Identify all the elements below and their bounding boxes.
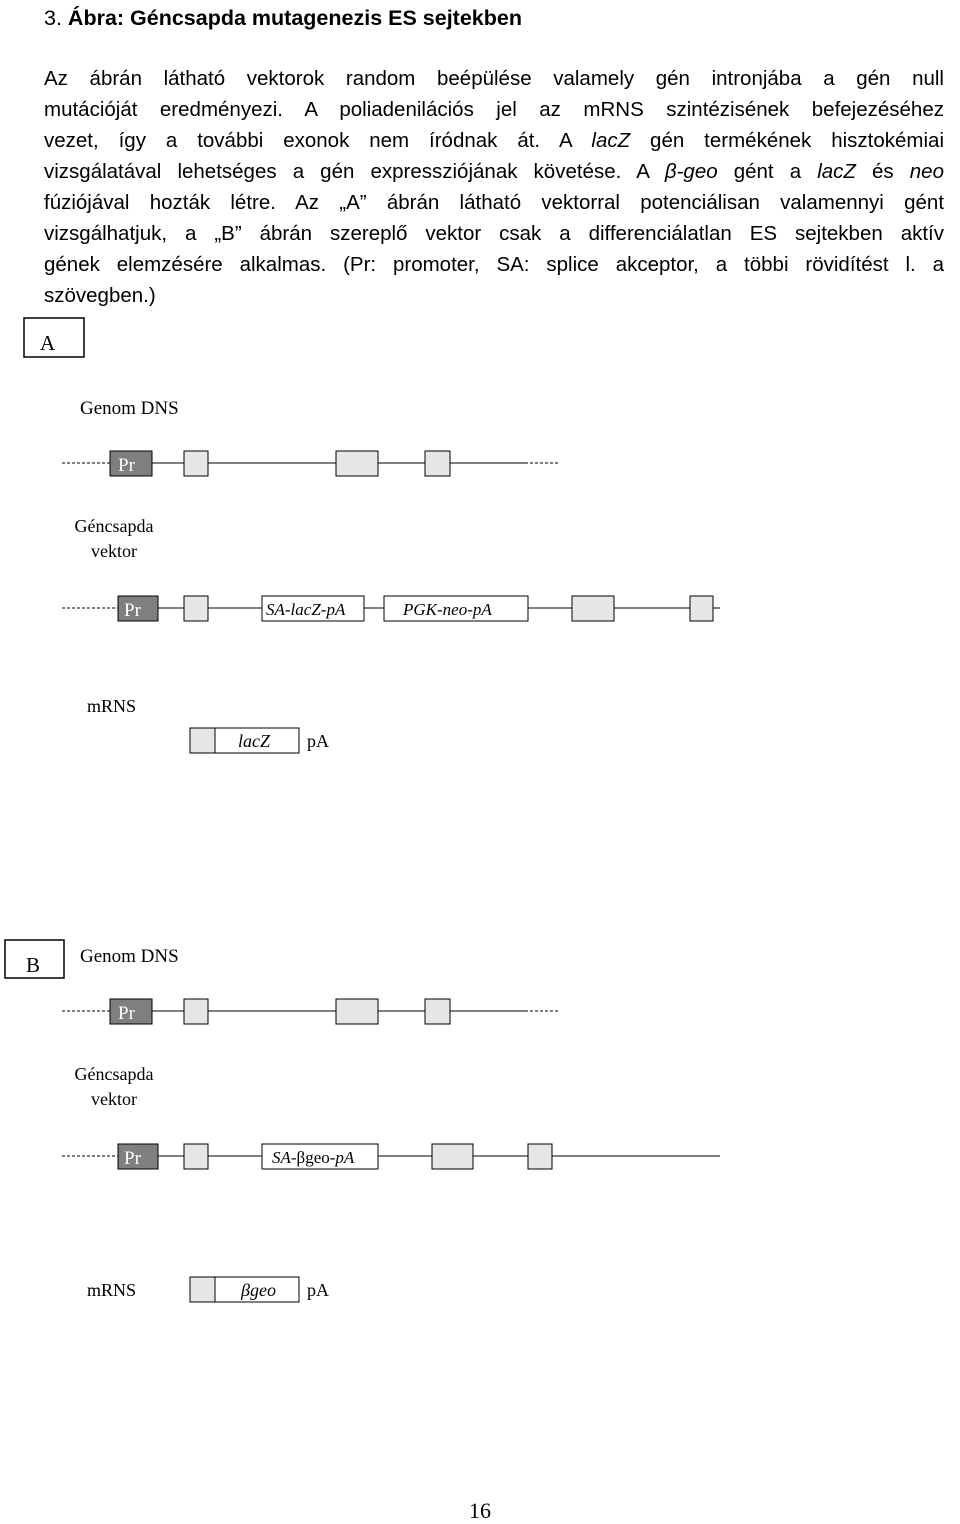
promoter-box: [117, 595, 159, 622]
sa-bgeo-pa-cassette: [261, 1143, 379, 1170]
promoter-box: [109, 998, 153, 1025]
genom-dns-label-a: Genom DNS: [80, 398, 179, 419]
exon-box: [689, 595, 714, 622]
trap-vector-label-a-1: Géncsapda: [75, 516, 154, 536]
exon-box: [527, 1143, 553, 1170]
exon-box: [183, 450, 209, 477]
trap-vector-a: Pr SA-lacZ-pA PGK-neo-pA: [62, 595, 720, 622]
trap-vector-label-b-1: Géncsapda: [75, 1064, 154, 1084]
figure-heading: 3. Ábra: Géncsapda mutagenezis ES sejtek…: [44, 4, 522, 32]
page-number: 16: [469, 1498, 491, 1523]
polya-label: pA: [307, 1280, 329, 1300]
figure-number: 3.: [44, 6, 62, 30]
genomic-dna-b: Pr: [62, 998, 560, 1025]
caption-line-4: vizsgálatával lehetséges a gén expresszi…: [44, 160, 944, 183]
mrns-label-a: mRNS: [87, 696, 136, 716]
caption-line-1: Az ábrán látható vektorok random beépülé…: [44, 67, 944, 90]
pgk-neo-pa-cassette: [383, 595, 529, 622]
exon-box: [183, 1143, 209, 1170]
promoter-box: [117, 1143, 159, 1170]
bgeo-label: βgeo: [240, 1280, 276, 1300]
caption-line-8: szövegben.): [44, 284, 156, 307]
panel-b-label-box: [4, 939, 65, 979]
genomic-dna-a: Pr: [62, 450, 560, 477]
trap-vector-label-b-2: vektor: [91, 1089, 137, 1109]
exon-box: [183, 998, 209, 1025]
exon-box: [189, 1276, 216, 1303]
trap-vector-label-a-2: vektor: [91, 541, 137, 561]
promoter-box: [109, 450, 153, 477]
caption-line-5: fúziójával hozták létre. Az „A” ábrán lá…: [44, 191, 945, 214]
exon-box: [571, 595, 615, 622]
exon-box: [183, 595, 209, 622]
promoter-label: Pr: [124, 1148, 142, 1169]
figure-caption: Az ábrán látható vektorok random beépülé…: [44, 63, 944, 311]
exon-box: [431, 1143, 474, 1170]
trap-vector-b: Pr SA-βgeo-pA: [62, 1143, 720, 1170]
sa-bgeo-pa-label: SA-βgeo-pA: [272, 1148, 355, 1167]
figure-title: Ábra: Géncsapda mutagenezis ES sejtekben: [67, 6, 522, 30]
mrns-label-b: mRNS: [87, 1280, 136, 1300]
caption-line-2: mutációját eredményezi. A poliadeniláció…: [44, 98, 944, 121]
promoter-label: Pr: [124, 600, 142, 621]
exon-box: [424, 998, 451, 1025]
caption-line-6: vizsgálhatjuk, a „B” ábrán szereplő vekt…: [44, 222, 944, 245]
panel-b-label: B: [26, 953, 40, 977]
promoter-label: Pr: [118, 1003, 136, 1024]
sa-lacz-pa-cassette: [261, 595, 365, 622]
exon-box: [335, 998, 379, 1025]
panel-a-label-box: [23, 317, 85, 358]
mrns-a: lacZ pA: [189, 727, 329, 754]
caption-line-3: vezet, így a további exonok nem íródnak …: [44, 129, 944, 152]
exon-box: [424, 450, 451, 477]
genom-dns-label-b: Genom DNS: [80, 946, 179, 967]
mrns-b: βgeo pA: [189, 1276, 329, 1303]
polya-label: pA: [307, 731, 329, 751]
lacz-box: [214, 727, 300, 754]
bgeo-box: [214, 1276, 300, 1303]
panel-a: A Genom DNS Pr Géncsapda vektor: [23, 317, 720, 754]
panel-a-label: A: [40, 331, 56, 355]
pgk-neo-pa-label: PGK-neo-pA: [402, 600, 492, 619]
exon-box: [189, 727, 216, 754]
panel-b: B Genom DNS Pr Géncsapda vektor Pr: [4, 939, 720, 1303]
lacz-label: lacZ: [238, 731, 271, 751]
sa-lacz-pa-label: SA-lacZ-pA: [266, 600, 346, 619]
caption-line-7: gének elemzésére alkalmas. (Pr: promoter…: [44, 253, 944, 276]
exon-box: [335, 450, 379, 477]
promoter-label: Pr: [118, 455, 136, 476]
